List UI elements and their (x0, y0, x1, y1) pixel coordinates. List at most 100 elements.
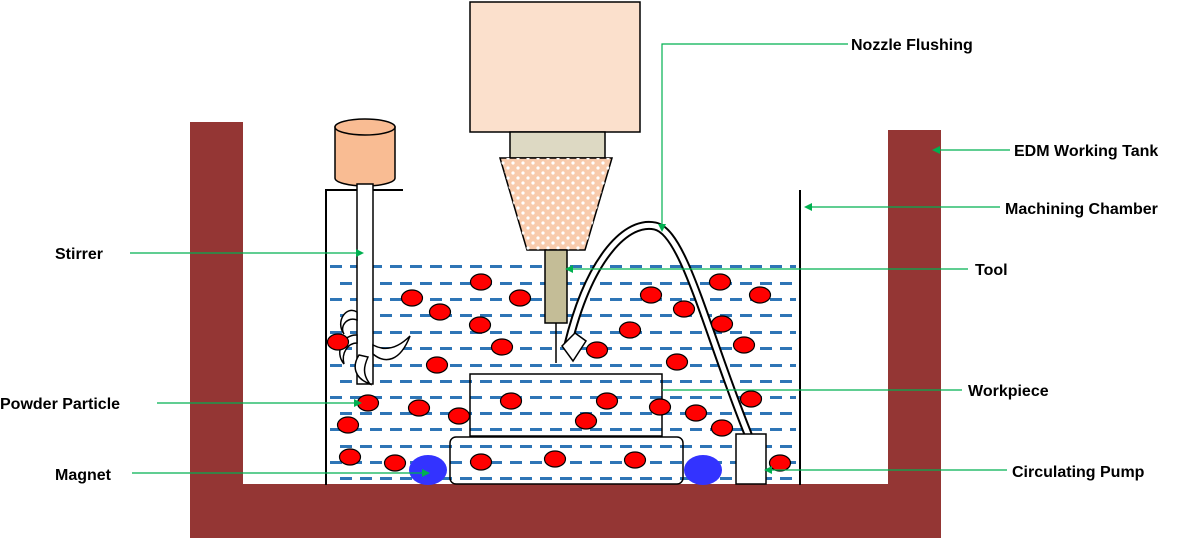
dielectric-dash (480, 380, 492, 383)
stirrer (334, 118, 411, 386)
powder-particle (490, 338, 514, 356)
dielectric-dash (440, 477, 452, 480)
dielectric-dash (450, 428, 462, 431)
dielectric-dash (650, 331, 662, 334)
dielectric-dash (340, 282, 352, 285)
arrow-stirrer (356, 249, 364, 257)
dielectric-dash (520, 477, 532, 480)
dielectric-dash (760, 314, 772, 317)
dielectric-dash (400, 477, 412, 480)
dielectric-dash (490, 364, 502, 367)
label-circulating-pump: Circulating Pump (1012, 464, 1145, 481)
tool-electrode (544, 249, 568, 324)
dielectric-dash (790, 331, 796, 334)
dielectric-dash (760, 412, 772, 415)
dielectric-dash (510, 331, 522, 334)
powder-particle (574, 412, 598, 430)
dielectric-dash (460, 380, 472, 383)
dielectric-dash (780, 477, 792, 480)
dielectric-dash (490, 461, 502, 464)
dielectric-dash (600, 380, 612, 383)
dielectric-dash (780, 445, 792, 448)
dielectric-dash (440, 412, 452, 415)
dielectric-dash (740, 282, 752, 285)
dielectric-dash (450, 461, 462, 464)
dielectric-dash (330, 364, 342, 367)
powder-particle (400, 289, 424, 307)
dielectric-dash (720, 347, 732, 350)
dielectric-dash (610, 298, 622, 301)
dielectric-dash (790, 396, 796, 399)
powder-particle (672, 300, 696, 318)
dielectric-dash (740, 314, 752, 317)
dielectric-dash (480, 412, 492, 415)
dielectric-dash (620, 282, 632, 285)
dielectric-dash (630, 364, 642, 367)
dielectric-dash (630, 396, 642, 399)
dielectric-dash (390, 298, 402, 301)
arrow-edm-tank (932, 146, 940, 154)
dielectric-dash (430, 265, 442, 268)
dielectric-dash (720, 445, 732, 448)
dielectric-dash (670, 461, 682, 464)
powder-particle (428, 303, 452, 321)
dielectric-dash (620, 314, 632, 317)
dielectric-dash (590, 461, 602, 464)
dielectric-dash (410, 265, 422, 268)
powder-particle (648, 398, 672, 416)
powder-particle (425, 356, 449, 374)
label-tool: Tool (975, 262, 1008, 279)
dielectric-dash (370, 428, 382, 431)
dielectric-dash (690, 265, 702, 268)
dielectric-dash (600, 477, 612, 480)
dielectric-dash (340, 477, 352, 480)
dielectric-dash (500, 380, 512, 383)
dielectric-dash (430, 396, 442, 399)
dielectric-dash (370, 265, 382, 268)
stirrer-blade (339, 309, 358, 335)
dielectric-dash (690, 364, 702, 367)
dielectric-dash (790, 428, 796, 431)
dielectric-dash (770, 331, 782, 334)
dielectric-dash (470, 428, 482, 431)
dielectric-dash (510, 461, 522, 464)
dielectric-dash (690, 331, 702, 334)
dielectric-dash (370, 461, 382, 464)
dielectric-dash (500, 412, 512, 415)
dielectric-dash (610, 364, 622, 367)
powder-particle (708, 273, 732, 291)
nozzle-cone-dots (500, 158, 612, 250)
dielectric-dash (540, 347, 552, 350)
dielectric-dash (640, 412, 652, 415)
dielectric-dash (460, 347, 472, 350)
dielectric-dash (420, 445, 432, 448)
dielectric-dash (600, 445, 612, 448)
dielectric-dash (330, 428, 342, 431)
dielectric-dash (640, 445, 652, 448)
dielectric-dash (440, 347, 452, 350)
dielectric-dash (370, 331, 382, 334)
dielectric-dash (560, 380, 572, 383)
powder-particles (326, 273, 792, 472)
dielectric-dash (380, 314, 392, 317)
flushing-tube-inner (565, 222, 751, 437)
stirrer-blade (372, 335, 411, 361)
dielectric-dash (390, 265, 402, 268)
dielectric-dash (610, 265, 622, 268)
dielectric-dash (620, 445, 632, 448)
powder-particle (407, 399, 431, 417)
tank-base (190, 484, 941, 538)
dielectric-dash (450, 364, 462, 367)
dielectric-dash (730, 265, 742, 268)
dielectric-dash (570, 331, 582, 334)
dielectric-dash (480, 314, 492, 317)
dielectric-dash (750, 331, 762, 334)
powder-particle (732, 336, 756, 354)
dielectric-dash (680, 477, 692, 480)
dielectric-dash (720, 314, 732, 317)
dielectric-dash (570, 461, 582, 464)
stirrer-blade (354, 354, 373, 386)
powder-particle (383, 454, 407, 472)
dielectric-dash (430, 331, 442, 334)
dielectric-dash (360, 412, 372, 415)
